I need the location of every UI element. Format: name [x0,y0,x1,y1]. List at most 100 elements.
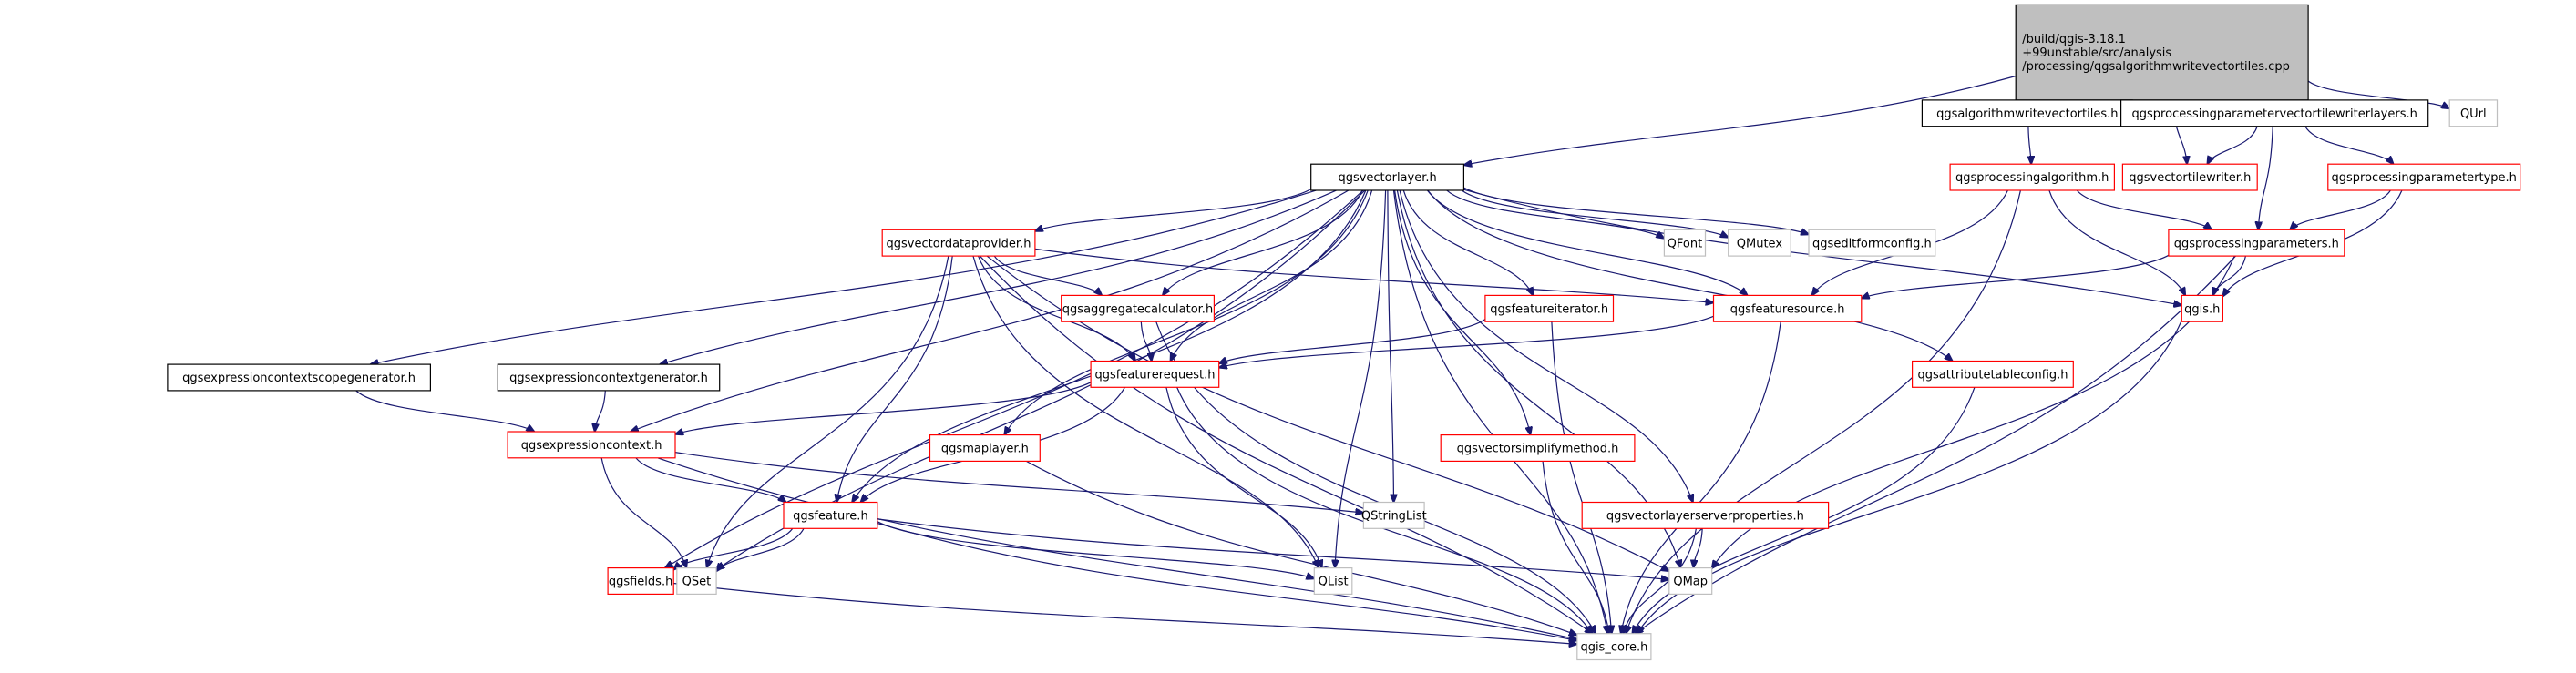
edge-qgsfeature-to-QSet [716,528,805,571]
edge-qgsvectorlayer-to-qgsfields [665,189,1364,567]
edge-qgsvectorlayer-to-qgsaggregatecalculator [1163,189,1363,295]
edge-qgsprocessingparameters-to-qgis_core [1635,255,2236,634]
node-root[interactable]: /build/qgis-3.18.1+99unstable/src/analys… [2015,4,2309,101]
node-box [929,434,1041,463]
node-qgsexpressioncontextgenerator[interactable]: qgsexpressioncontextgenerator.h [497,363,721,392]
edge-qgsexpressioncontextscopegenerator-to-qgsexpressioncontext [355,390,535,432]
edge-qgsfeaturerequest-to-qgsexpressioncontext [675,382,1092,434]
node-label: qgsaggregatecalculator.h [1062,302,1213,316]
edge-qgsprocessingalgorithm-to-qgis_core [1626,189,2021,634]
node-label: +99unstable/src/analysis [2022,46,2171,60]
node-label: qgsprocessingparameters.h [2174,237,2339,250]
node-QList: QList [1313,566,1353,595]
edge-qgsvectorlayer-to-QStringList [1387,190,1394,502]
node-qgsvectorsimplifymethod[interactable]: qgsvectorsimplifymethod.h [1440,434,1636,463]
node-box [1663,229,1707,257]
node-QFont: QFont [1663,229,1707,257]
edge-qgsfeatureiterator-to-qgis_core [1551,321,1612,633]
edge-qgsvectordataprovider-to-QList [972,256,1319,567]
node-box [783,501,878,529]
node-box [1484,294,1615,322]
node-qgsattributetableconfig[interactable]: qgsattributetableconfig.h [1912,360,2074,388]
node-label: qgis.h [2184,302,2220,316]
edge-qgsvectorlayer-to-qgsfeatureiterator [1402,189,1533,295]
node-qgis_core: qgis_core.h [1576,633,1652,661]
node-qgsvectortilewriter[interactable]: qgsvectortilewriter.h [2121,163,2258,191]
node-qgsexpressioncontext[interactable]: qgsexpressioncontext.h [507,431,676,459]
edge-qgsvectorlayer-to-qgseditformconfig [1463,187,1809,234]
edge-qgsvectorlayer-to-qgsvectorlayerserverproperties [1399,189,1693,502]
node-box [1712,294,1863,322]
node-qgsfeaturerequest[interactable]: qgsfeaturerequest.h [1090,360,1220,388]
edge-qgsvectorlayer-to-qgsvectorsimplifymethod [1394,190,1531,435]
edge-qgsvectordataprovider-to-qgsaggregatecalculator [993,255,1102,295]
node-qgsalgorithmwritevectortiles[interactable]: qgsalgorithmwritevectortiles.h [1921,99,2133,127]
node-label: QMap [1673,576,1708,589]
node-qgsprocessingalgorithm[interactable]: qgsprocessingalgorithm.h [1949,163,2116,191]
node-label: qgsvectorsimplifymethod.h [1457,443,1619,456]
edge-qgsprocessingparameters-to-qgsfeaturesource [1862,254,2170,298]
node-box [1061,294,1215,322]
node-box [1440,434,1636,463]
node-qgsaggregatecalculator[interactable]: qgsaggregatecalculator.h [1061,294,1215,322]
node-box [1576,633,1652,661]
edge-qgsvectorlayerserverproperties-to-QMap [1694,528,1703,567]
edge-qgsaggregatecalculator-to-qgsfeaturerequest [1140,321,1151,361]
edge-qgsfeaturesource-to-qgis_core [1621,321,1781,633]
edge-qgsfeature-to-QMap [877,518,1669,579]
node-label: qgsprocessingparametervectortilewriterla… [2132,107,2417,121]
edge-qgsvectorlayer-to-qgsexpressioncontext [631,189,1349,432]
node-box [1362,501,1425,529]
node-qgsfeatureiterator[interactable]: qgsfeatureiterator.h [1484,294,1615,322]
node-box [1310,163,1464,191]
node-qgseditformconfig: qgseditformconfig.h [1808,229,1936,257]
edge-qgsvectorlayer-to-qgsattributetableconfig [1427,189,1953,361]
node-qgsvectorlayerserverproperties[interactable]: qgsvectorlayerserverproperties.h [1581,501,1830,529]
edge-qgsvectorlayerserverproperties-to-qgis_core [1623,528,1697,633]
edge-qgsprocessingparametertype-to-qgsprocessingparameters [2290,189,2391,229]
node-QStringList: QStringList [1361,501,1427,529]
node-box [1808,229,1936,257]
node-label: qgsmaplayer.h [941,443,1029,456]
node-qgsfeaturesource[interactable]: qgsfeaturesource.h [1712,294,1863,322]
node-qgsexpressioncontextscopegenerator[interactable]: qgsexpressioncontextscopegenerator.h [167,363,431,392]
node-label: qgsfields.h [609,576,672,589]
edge-qgsvectorlayer-to-qgsvectordataprovider [1035,188,1312,231]
node-box [2181,294,2224,322]
node-box [1728,229,1791,257]
node-label: qgsvectorlayer.h [1338,171,1436,185]
node-label: qgsprocessingalgorithm.h [1955,171,2109,185]
node-box [167,363,431,392]
edge-qgsvectorlayer-to-QList [1335,190,1387,567]
node-QUrl: QUrl [2448,99,2499,127]
edge-qgsfeaturerequest-to-QList [1165,387,1322,567]
edge-qgsvectorlayer-to-qgsfeaturerequest [1171,189,1373,361]
node-box [607,566,674,595]
node-box [676,566,717,595]
edge-qgsfeaturesource-to-qgsfeaturerequest [1219,315,1714,367]
edge-qgsmaplayer-to-qgis_core [1026,460,1577,636]
edge-qgsvectorlayer-to-qgsmaplayer [1004,189,1369,435]
node-qgsvectorlayer[interactable]: qgsvectorlayer.h [1310,163,1464,191]
node-qgsfeature[interactable]: qgsfeature.h [783,501,878,529]
node-label: qgsprocessingparametertype.h [2332,171,2517,185]
edge-qgsaggregatecalculator-to-qgis_core [1155,321,1596,633]
node-label: /processing/qgsalgorithmwritevectortiles… [2022,60,2290,74]
node-label: QMutex [1737,237,1783,250]
edge-qgsvectorsimplifymethod-to-qgis_core [1542,461,1609,634]
edge-qgsvectorlayer-to-qgsexpressioncontextgenerator [660,189,1337,364]
node-qgsmaplayer[interactable]: qgsmaplayer.h [929,434,1041,463]
node-qgsfields[interactable]: qgsfields.h [607,566,674,595]
node-qgsprocessingparametertype[interactable]: qgsprocessingparametertype.h [2327,163,2521,191]
edge-qgsfeatureiterator-to-qgsfeaturerequest [1219,319,1486,364]
edge-qgsvectorlayer-to-qgsexpressioncontextscopegenerator [371,189,1317,364]
edge-qgsprocessingalgorithm-to-qgsprocessingparameters [2076,189,2212,229]
edge-qgsexpressioncontext-to-qgsfeature [635,457,786,503]
node-qgsprocessingparameters[interactable]: qgsprocessingparameters.h [2168,229,2345,257]
node-qgsvectordataprovider[interactable]: qgsvectordataprovider.h [881,229,1036,257]
node-box [2168,229,2345,257]
node-qgsprocessingparametervectortilewriterlayers[interactable]: qgsprocessingparametervectortilewriterla… [2120,99,2429,127]
edge-qgis-to-qgis_core [1637,320,2182,634]
edge-qgsvectordataprovider-to-QSet [707,256,949,567]
node-qgis[interactable]: qgis.h [2181,294,2224,322]
